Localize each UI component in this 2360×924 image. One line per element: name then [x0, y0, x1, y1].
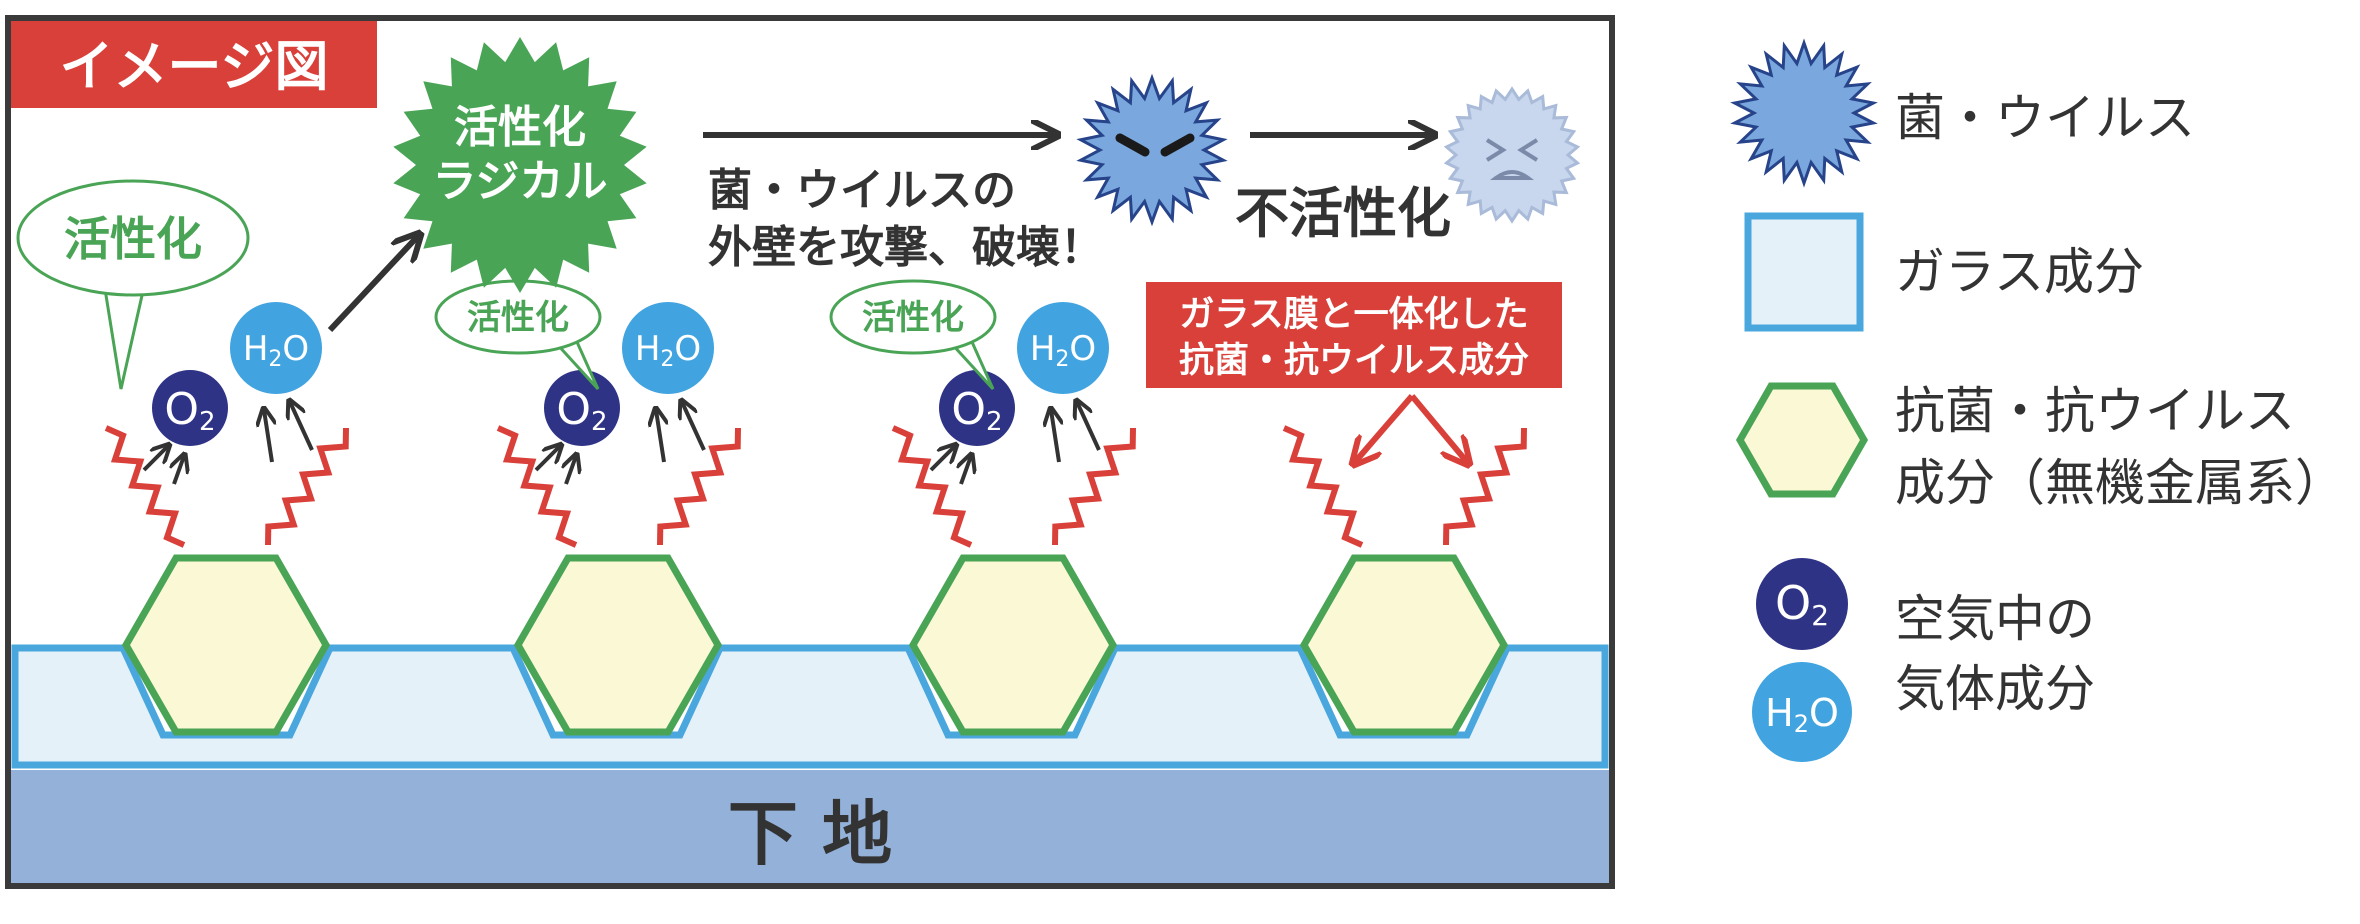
legend-antibacterial-line1: 抗菌・抗ウイルス: [1895, 382, 2295, 440]
virus-inactive-icon: [1443, 86, 1581, 224]
legend-antibacterial-icon: [1735, 382, 1869, 498]
emission-zigzag: [657, 427, 741, 546]
speech-bubble: [16, 179, 250, 297]
legend: 菌・ウイルス ガラス成分 抗菌・抗ウイルス 成分（無機金属系） O2 H2O 空…: [1730, 38, 2345, 762]
legend-virus-label: 菌・ウイルス: [1895, 89, 2195, 147]
o2-molecule: [544, 370, 620, 446]
emission-zigzag: [104, 425, 186, 548]
small-arrow: [142, 446, 168, 472]
small-arrow: [929, 446, 955, 472]
emission-zigzag: [891, 425, 973, 548]
antibacterial-hexagon: [121, 554, 331, 736]
speech-bubble-label: 活性化: [64, 212, 202, 266]
legend-o2-icon: [1756, 558, 1848, 650]
legend-h2o-icon: [1752, 662, 1852, 762]
small-arrow: [290, 402, 314, 451]
image-badge-label: イメージ図: [60, 35, 329, 98]
image-badge: [11, 21, 377, 108]
substrate-label: 下 地: [728, 793, 892, 875]
callout-line2: 抗菌・抗ウイルス成分: [1179, 340, 1529, 381]
emission-zigzag: [496, 425, 578, 548]
small-arrow: [534, 446, 560, 472]
small-arrow: [961, 456, 971, 485]
callout-arrow-right: [1409, 394, 1467, 462]
o2-molecule: [939, 370, 1015, 446]
activated-radical-burst: [393, 37, 647, 293]
virus-active-icon: [1076, 73, 1228, 227]
glass-layer: [11, 644, 1609, 769]
speech-bubble-label: 活性化: [862, 298, 964, 338]
speech-bubble: [829, 279, 997, 355]
small-arrow: [566, 456, 576, 485]
h2o-molecule: [1017, 302, 1109, 394]
attack-text-line1: 菌・ウイルスの: [708, 165, 1016, 216]
callout-box: [1146, 282, 1562, 388]
emission-zigzag: [1282, 425, 1364, 548]
legend-antibacterial-line2: 成分（無機金属系）: [1895, 454, 2345, 512]
arrow-to-radical: [327, 236, 418, 333]
h2o-molecule: [622, 302, 714, 394]
emission-zigzag: [1443, 427, 1527, 546]
o2-molecule: [152, 370, 228, 446]
emission-zigzag: [1052, 427, 1136, 546]
legend-glass-label: ガラス成分: [1895, 243, 2144, 301]
legend-gas-line1: 空気中の: [1895, 590, 2095, 648]
substrate: [11, 770, 1609, 883]
legend-glass-icon: [1744, 212, 1864, 332]
small-arrow: [174, 456, 184, 485]
emission-zigzag: [265, 427, 349, 546]
legend-gas-line2: 気体成分: [1895, 660, 2095, 718]
small-arrow: [682, 402, 706, 451]
radical-label-line1: 活性化: [454, 102, 586, 153]
inactivation-label: 不活性化: [1235, 182, 1451, 245]
attack-text-line2: 外壁を攻撃、破壊！: [708, 222, 1104, 273]
radical-label-line2: ラジカル: [432, 156, 607, 207]
small-arrow: [1077, 402, 1101, 451]
callout-line1: ガラス膜と一体化した: [1179, 295, 1528, 335]
small-arrow: [1051, 410, 1059, 463]
antibacterial-hexagon: [513, 554, 723, 736]
callout-arrow-left: [1355, 394, 1415, 462]
speech-bubble-label: 活性化: [467, 298, 569, 338]
antibacterial-hexagon: [908, 554, 1118, 736]
speech-bubble-tail: [103, 288, 145, 390]
small-arrow: [264, 410, 272, 463]
antibacterial-hexagon: [1299, 554, 1509, 736]
h2o-molecule: [230, 302, 322, 394]
small-arrow: [656, 410, 664, 463]
legend-virus-icon: [1730, 38, 1878, 188]
